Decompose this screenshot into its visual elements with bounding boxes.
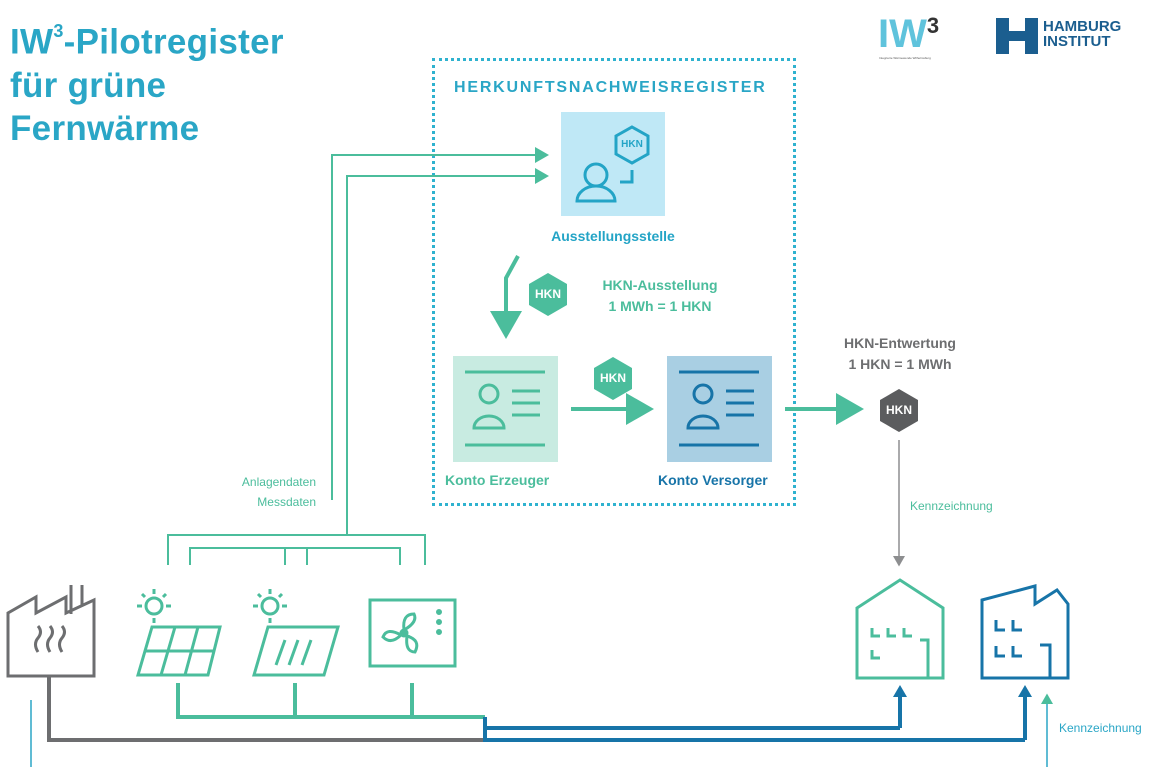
iw3-logo: IW3 bbox=[878, 12, 940, 56]
hamburg-institut-logo-mark bbox=[996, 18, 1038, 59]
data-lines bbox=[167, 147, 549, 565]
page-title: IW3-Pilotregister für grüne Fernwärme bbox=[10, 21, 284, 148]
issuance-title: HKN-Ausstellung bbox=[602, 277, 718, 293]
iw3-logo-text: IW bbox=[878, 12, 927, 56]
issuer-icon bbox=[561, 112, 665, 216]
hamburg-institut-logo-text: HAMBURG INSTITUT bbox=[1043, 18, 1122, 50]
account-supplier-icon bbox=[667, 356, 772, 462]
solar-pv-icon bbox=[136, 589, 222, 677]
cancellation-title: HKN-Entwertung bbox=[844, 335, 956, 351]
hkn-badge-transfer-label: HKN bbox=[600, 371, 626, 385]
issuer-label: Ausstellungsstelle bbox=[551, 228, 675, 244]
hkn-badge-issuance bbox=[529, 273, 567, 316]
cancellation-formula: 1 HKN = 1 MWh bbox=[848, 356, 952, 372]
registry-title: HERKUNFTSNACHWEISREGISTER bbox=[454, 79, 767, 96]
account-producer-icon bbox=[453, 356, 558, 462]
hkn-badge-cancelled-label: HKN bbox=[886, 403, 912, 417]
issuance-formula: 1 MWh = 1 HKN bbox=[608, 298, 712, 314]
labelling-top-label: Kennzeichnung bbox=[910, 499, 993, 513]
meter-data-label: Messdaten bbox=[257, 495, 316, 509]
building-teal-icon bbox=[855, 578, 945, 680]
iw3-logo-sup: 3 bbox=[926, 13, 940, 38]
hkn-badge-transfer bbox=[594, 357, 632, 400]
hkn-badge-issuer-label: HKN bbox=[621, 139, 643, 150]
solar-thermal-icon bbox=[252, 589, 340, 677]
iw3-logo-subtext: Integrierte Wärmewende Wilhelmsburg bbox=[879, 56, 931, 60]
account-producer-label: Konto Erzeuger bbox=[445, 472, 550, 488]
plant-data-label: Anlagendaten bbox=[241, 475, 316, 489]
hkn-badge-issuance-label: HKN bbox=[535, 287, 561, 301]
building-blue-icon bbox=[980, 584, 1070, 680]
issuance-arrow bbox=[490, 255, 522, 339]
issuance-step-label: HKN-Ausstellung 1 MWh = 1 HKN bbox=[575, 275, 745, 317]
cancellation-step-label: HKN-Entwertung 1 HKN = 1 MWh bbox=[815, 333, 985, 375]
hkn-badge-cancelled bbox=[880, 389, 918, 432]
heat-pump-icon bbox=[368, 598, 457, 668]
labelling-bottom-label: Kennzeichnung bbox=[1059, 721, 1142, 735]
heat-network bbox=[47, 676, 1032, 742]
registry-box bbox=[432, 58, 796, 506]
plant-meter-data-label: Anlagendaten Messdaten bbox=[200, 472, 316, 512]
account-supplier-label: Konto Versorger bbox=[658, 472, 768, 488]
factory-icon bbox=[6, 585, 96, 678]
